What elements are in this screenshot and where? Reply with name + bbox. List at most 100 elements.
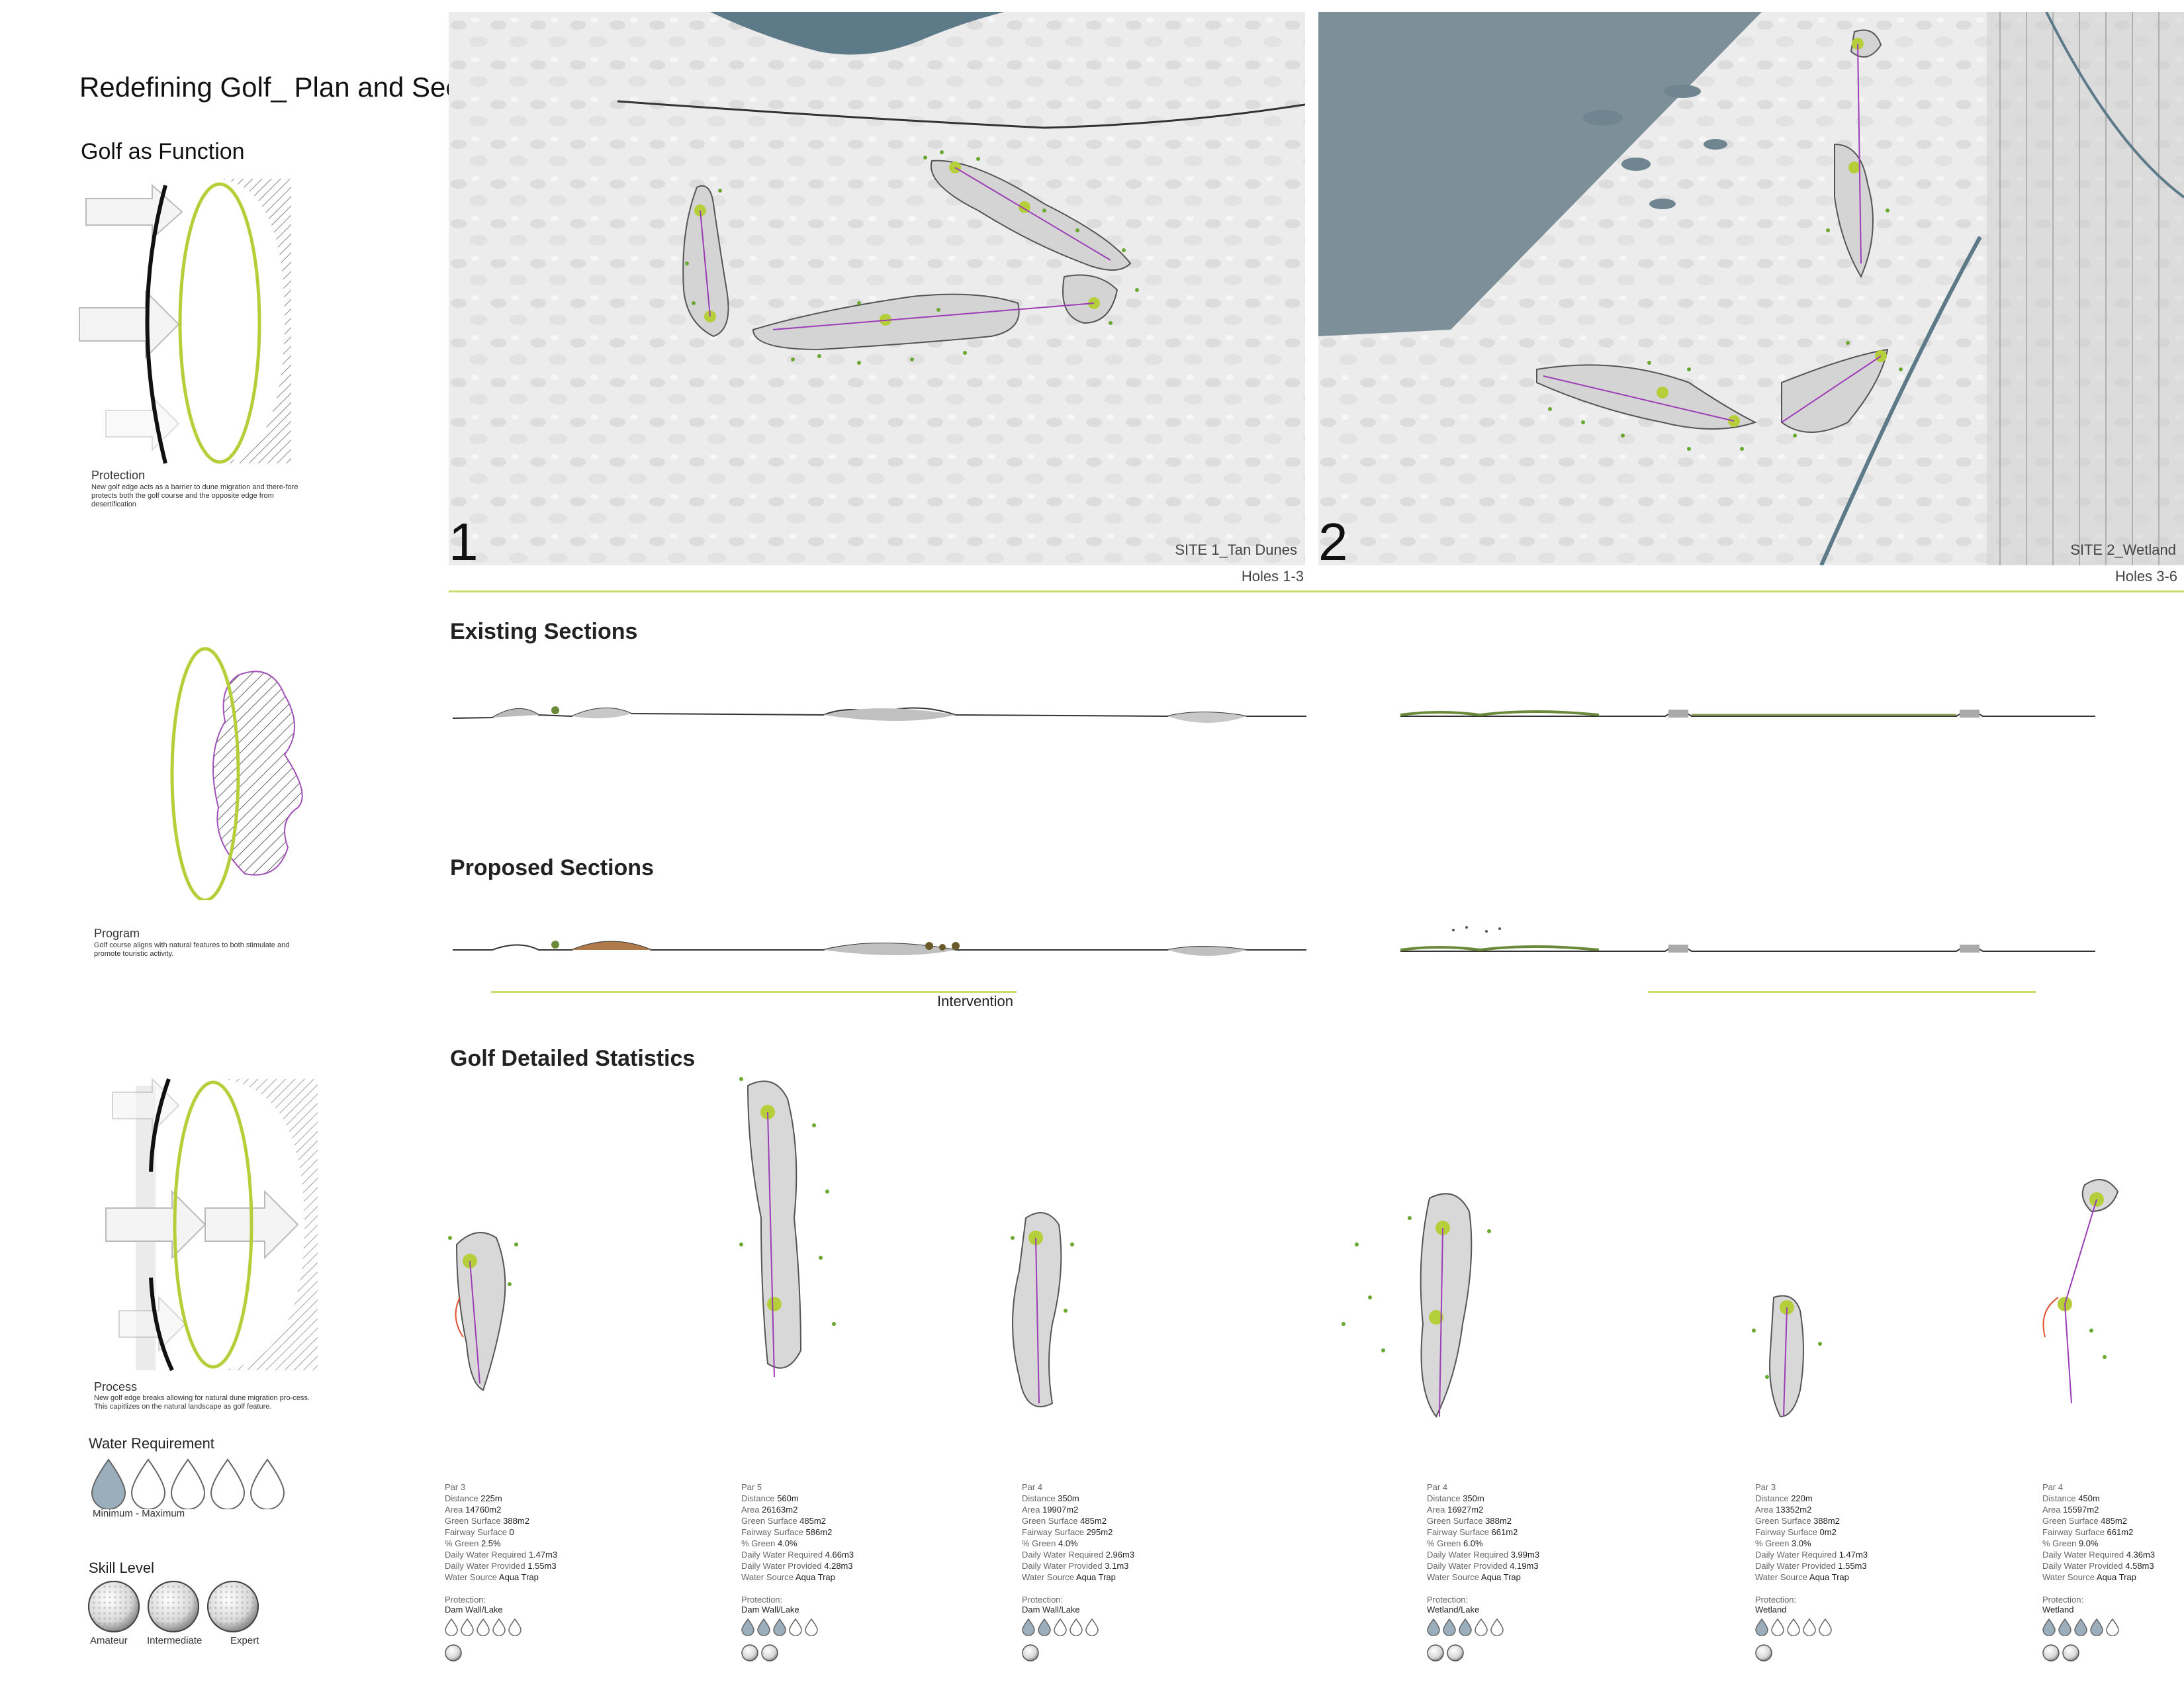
- fairway-label: Fairway Surface: [741, 1527, 803, 1537]
- protection-caption: Protection: [91, 469, 146, 482]
- site-1-aerial: [449, 12, 1305, 565]
- water-drop-icon: [445, 1618, 458, 1636]
- water-drop-icon: [741, 1618, 754, 1636]
- water-drops: [1427, 1618, 1612, 1639]
- golf-ball-icon: [1447, 1644, 1464, 1662]
- area-value: 14760m2: [465, 1505, 502, 1515]
- fairway-value: 661m2: [1491, 1527, 1518, 1537]
- skill-balls: [741, 1644, 927, 1665]
- process-description: New golf edge breaks allowing for natura…: [94, 1394, 310, 1411]
- protection-description: New golf edge acts as a barrier to dune …: [91, 483, 298, 508]
- existing-section-2: [1400, 710, 2095, 718]
- water-drop-icon: [757, 1618, 770, 1636]
- pct-green-label: % Green: [1427, 1538, 1461, 1548]
- distance-value: 350m: [1463, 1493, 1484, 1503]
- process-diagram: [105, 1077, 318, 1372]
- green-value: 485m2: [2101, 1516, 2127, 1526]
- water-req-label: Daily Water Required: [741, 1550, 823, 1560]
- area-label: Area: [1427, 1505, 1445, 1515]
- hole-stats-4: Par 4 Distance 350m Area 16927m2 Green S…: [1427, 1481, 1612, 1665]
- source-value: Aqua Trap: [2096, 1572, 2136, 1582]
- pct-green-value: 6.0%: [1463, 1538, 1483, 1548]
- water-req-value: 2.96m3: [1105, 1550, 1135, 1560]
- pct-green-label: % Green: [1022, 1538, 1056, 1548]
- protection-label: Protection:: [1022, 1595, 1064, 1605]
- hole-stats-1: Par 3 Distance 225m Area 14760m2 Green S…: [445, 1481, 630, 1665]
- water-drop-icon: [508, 1618, 522, 1636]
- page-title: Redefining Golf_ Plan and Section: [79, 71, 505, 103]
- water-drop-icon: [2090, 1618, 2103, 1636]
- green-label: Green Surface: [2042, 1516, 2099, 1526]
- protection-label: Protection:: [1427, 1595, 1469, 1605]
- area-value: 19907m2: [1042, 1505, 1079, 1515]
- intervention-label: Intervention: [937, 993, 1013, 1009]
- water-drops: [2042, 1618, 2175, 1639]
- fairway-value: 586m2: [805, 1527, 833, 1537]
- green-label: Green Surface: [1755, 1516, 1811, 1526]
- source-value: Aqua Trap: [498, 1572, 539, 1582]
- fairway-value: 0: [509, 1527, 514, 1537]
- distance-label: Distance: [1427, 1493, 1461, 1503]
- fairway-label: Fairway Surface: [445, 1527, 507, 1537]
- water-drop-icon: [789, 1618, 802, 1636]
- pct-green-value: 2.5%: [480, 1538, 501, 1548]
- area-value: 13352m2: [1776, 1505, 1812, 1515]
- skill-intermediate: Intermediate: [147, 1635, 203, 1646]
- water-req-label: Daily Water Required: [2042, 1550, 2124, 1560]
- site-2-holes: Holes 3-6: [2115, 568, 2177, 585]
- water-req-value: 1.47m3: [1839, 1550, 1868, 1560]
- water-prov-value: 1.55m3: [527, 1561, 557, 1571]
- water-req-value: 4.66m3: [825, 1550, 854, 1560]
- water-prov-label: Daily Water Provided: [741, 1561, 822, 1571]
- site-1-holes: Holes 1-3: [1241, 568, 1304, 585]
- distance-label: Distance: [741, 1493, 775, 1503]
- pct-green-label: % Green: [445, 1538, 479, 1548]
- green-label: Green Surface: [445, 1516, 501, 1526]
- fairway-value: 295m2: [1086, 1527, 1113, 1537]
- protection-value: Dam Wall/Lake: [741, 1605, 799, 1615]
- hole-par: Par 3: [1755, 1482, 1776, 1492]
- proposed-section-2: [1400, 926, 2095, 953]
- distance-label: Distance: [2042, 1493, 2076, 1503]
- program-diagram: [170, 647, 303, 900]
- skill-expert: Expert: [230, 1635, 259, 1646]
- protection-value: Wetland: [2042, 1605, 2074, 1615]
- source-value: Aqua Trap: [1075, 1572, 1116, 1582]
- distance-value: 450m: [2078, 1493, 2100, 1503]
- distance-label: Distance: [1022, 1493, 1056, 1503]
- existing-section-1: [453, 706, 1306, 723]
- golf-ball-icon: [1427, 1644, 1444, 1662]
- distance-value: 225m: [480, 1493, 502, 1503]
- section-subtitle: Golf as Function: [81, 139, 245, 164]
- protection-label: Protection:: [445, 1595, 486, 1605]
- green-value: 485m2: [799, 1516, 826, 1526]
- water-req-label: Daily Water Required: [1755, 1550, 1837, 1560]
- water-drop-icon: [1038, 1618, 1051, 1636]
- skill-balls: [1022, 1644, 1207, 1665]
- distance-label: Distance: [1755, 1493, 1789, 1503]
- green-value: 388m2: [503, 1516, 529, 1526]
- hole-stats-5: Par 3 Distance 220m Area 13352m2 Green S…: [1755, 1481, 1940, 1665]
- distance-label: Distance: [445, 1493, 478, 1503]
- water-prov-label: Daily Water Provided: [2042, 1561, 2123, 1571]
- distance-value: 350m: [1058, 1493, 1079, 1503]
- water-drop-icon: [477, 1618, 490, 1636]
- hole-par: Par 4: [1022, 1482, 1043, 1492]
- water-drop-icon: [1475, 1618, 1488, 1636]
- protection-value: Wetland: [1755, 1605, 1787, 1615]
- hole-par: Par 5: [741, 1482, 762, 1492]
- hole-stats-3: Par 4 Distance 350m Area 19907m2 Green S…: [1022, 1481, 1207, 1665]
- water-req-label: Daily Water Required: [445, 1550, 527, 1560]
- water-req-value: 3.99m3: [1510, 1550, 1540, 1560]
- area-label: Area: [741, 1505, 760, 1515]
- program-caption: Program: [94, 927, 140, 940]
- green-value: 388m2: [1485, 1516, 1512, 1526]
- water-drop-icon: [1069, 1618, 1083, 1636]
- water-drop-icon: [2074, 1618, 2087, 1636]
- site-2-aerial: [1318, 12, 2184, 565]
- pct-green-label: % Green: [2042, 1538, 2077, 1548]
- water-drop-icon: [1427, 1618, 1440, 1636]
- hole-stats-2: Par 5 Distance 560m Area 26163m2 Green S…: [741, 1481, 927, 1665]
- protection-label: Protection:: [741, 1595, 783, 1605]
- pct-green-value: 3.0%: [1791, 1538, 1811, 1548]
